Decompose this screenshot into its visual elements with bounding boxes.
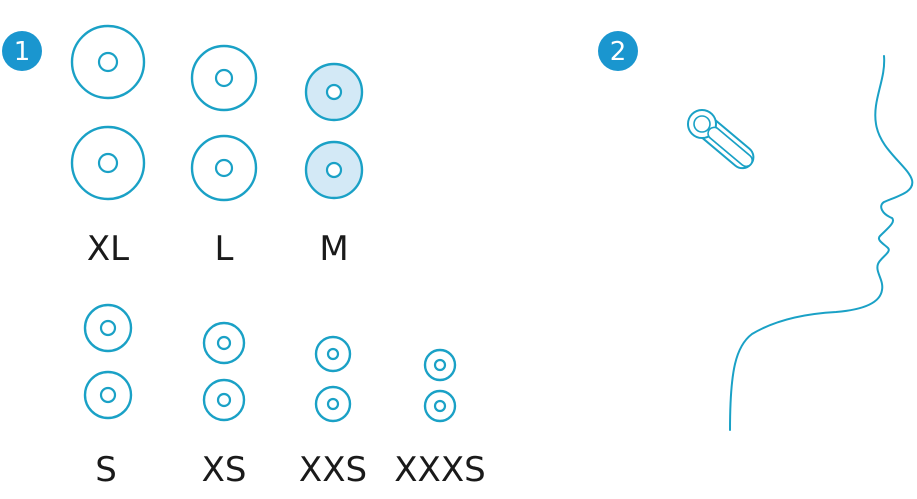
ear-tip-xs-top-hole <box>216 335 232 351</box>
earbud-icon <box>687 109 755 170</box>
ear-tip-xl-top-hole <box>97 51 119 73</box>
step-1-badge-circle <box>2 31 42 71</box>
ear-tip-xxxs-bottom-hole <box>433 399 447 413</box>
ear-tip-m-top-hole <box>325 83 343 101</box>
ear-tip-xl-bottom-hole <box>97 152 119 174</box>
size-label-xs: XS <box>202 450 247 490</box>
ear-tip-xxs-top-hole <box>326 347 340 361</box>
step-2-badge-circle <box>598 31 638 71</box>
ear-tip-s-top-hole <box>99 319 117 337</box>
size-label-s: S <box>95 450 117 490</box>
size-label-m: M <box>319 229 348 269</box>
ear-tip-m-bottom-hole <box>325 161 343 179</box>
ear-tip-grid <box>70 24 457 423</box>
size-label-xxxs: XXXS <box>394 450 485 490</box>
size-label-xxs: XXS <box>299 450 367 490</box>
size-label-l: L <box>215 229 234 269</box>
ear-tip-xxxs-top-hole <box>433 358 447 372</box>
step-1-badge: 1 <box>2 31 42 71</box>
step-2-badge: 2 <box>598 31 638 71</box>
ear-tip-l-bottom-hole <box>214 158 234 178</box>
earbud-head-inner <box>693 115 711 133</box>
ear-tip-xs-bottom-hole <box>216 392 232 408</box>
size-label-row: XL L M S XS XXS XXXS <box>87 229 486 490</box>
size-label-xl: XL <box>87 229 129 269</box>
earbud-insertion-face-profile-icon <box>687 55 914 431</box>
ear-tip-s-bottom-hole <box>99 386 117 404</box>
ear-tip-l-top-hole <box>214 68 234 88</box>
step-2-number: 2 <box>610 37 627 67</box>
face-profile-outline <box>729 55 914 431</box>
step-1-number: 1 <box>14 37 31 67</box>
ear-tip-xxs-bottom-hole <box>326 397 340 411</box>
earbud-stem-front <box>707 126 754 168</box>
